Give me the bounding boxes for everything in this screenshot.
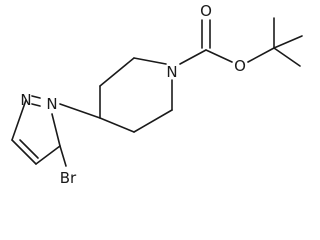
bond-c-o-ester (205, 49, 233, 63)
atom-o-carbonyl: O (200, 2, 212, 20)
bond-n1-n2 (31, 103, 41, 107)
bond-n-carbonyl-c (179, 49, 207, 65)
bond-c5-n1 (51, 113, 61, 147)
bond-tbu-me-bottom (273, 47, 301, 67)
bond-pip-c2-n (133, 57, 167, 65)
atom-br: Br (60, 169, 77, 187)
bond-c4-c5 (35, 145, 61, 165)
bond-c3-c4-inner (19, 139, 39, 159)
atom-n-piperidine: N (166, 63, 177, 81)
bond-pip-c5-c4 (99, 117, 135, 133)
bonds (11, 17, 303, 167)
bond-c5-br (59, 145, 67, 167)
bond-pip-c3-c2 (99, 57, 135, 87)
bond-c3-c4 (11, 139, 37, 165)
atom-n-pyrazole-1: N (46, 95, 57, 113)
atom-o-ester: O (234, 57, 246, 75)
atom-labels: N N N O O Br (20, 2, 246, 187)
atom-n-pyrazole-2: N (20, 91, 31, 109)
bond-o-tbu-c (247, 47, 275, 63)
bond-tbu-me-right (273, 35, 303, 49)
chemical-structure: N N N O O Br (11, 2, 303, 187)
bond-n1-n2-double (31, 95, 41, 99)
bond-pip-c6-c5 (133, 109, 173, 133)
bond-n1-pip-c4 (59, 103, 101, 119)
bond-n2-c3 (11, 99, 27, 141)
